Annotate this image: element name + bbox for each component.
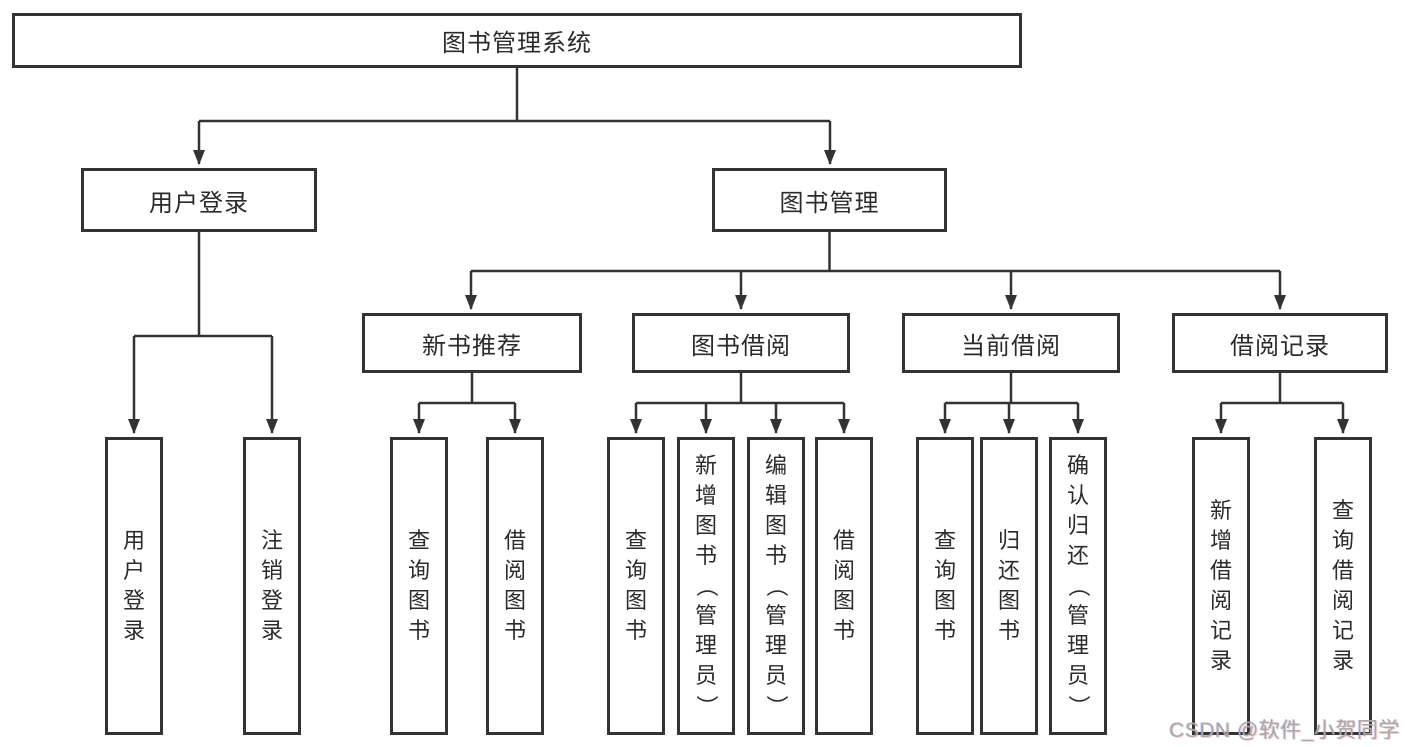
vertical-char: （	[693, 574, 719, 598]
vertical-char: 图	[503, 588, 526, 613]
vertical-char: 录	[260, 618, 283, 643]
vertical-char: 记	[1331, 618, 1354, 643]
vertical-char: 图	[997, 588, 1020, 613]
vertical-char: 归	[1066, 513, 1089, 538]
leaf-add-borrow-record: 新增借阅记录	[1192, 437, 1250, 735]
vertical-char: 员	[694, 663, 717, 688]
node-current-borrowing: 当前借阅	[902, 313, 1120, 373]
vertical-char: 查	[1331, 498, 1354, 523]
vertical-char: 书	[832, 618, 855, 643]
vertical-char: 销	[260, 558, 283, 583]
leaf-return-books: 归还图书	[980, 437, 1038, 735]
vertical-char: 图	[624, 588, 647, 613]
csdn-watermark: CSDN @软件_小贺同学	[1169, 719, 1400, 742]
vertical-char: 查	[624, 528, 647, 553]
vertical-char: 理	[1066, 633, 1089, 658]
vertical-char: 还	[1066, 543, 1089, 568]
vertical-char: 管	[1066, 603, 1089, 628]
vertical-char: 理	[694, 633, 717, 658]
vertical-char: 归	[997, 528, 1020, 553]
vertical-char: 书	[407, 618, 430, 643]
vertical-char: 借	[1209, 558, 1232, 583]
vertical-char: 还	[997, 558, 1020, 583]
vertical-char: 阅	[1209, 588, 1232, 613]
vertical-char: 查	[407, 528, 430, 553]
vertical-char: 注	[260, 528, 283, 553]
vertical-char: 阅	[503, 558, 526, 583]
vertical-char: 认	[1066, 483, 1089, 508]
leaf-query-books-recommend: 查询图书	[390, 437, 448, 735]
vertical-char: 新	[1209, 498, 1232, 523]
vertical-char: 编	[764, 453, 787, 478]
leaf-borrow-books-recommend: 借阅图书	[486, 437, 544, 735]
vertical-char: 图	[933, 588, 956, 613]
vertical-char: 查	[933, 528, 956, 553]
vertical-char: 图	[764, 513, 787, 538]
vertical-char: ）	[693, 694, 719, 718]
vertical-char: 借	[1331, 558, 1354, 583]
vertical-char: 书	[764, 543, 787, 568]
vertical-char: 录	[1209, 648, 1232, 673]
vertical-char: 增	[1209, 528, 1232, 553]
vertical-char: 增	[694, 483, 717, 508]
vertical-char: 新	[694, 453, 717, 478]
node-book-management: 图书管理	[712, 168, 947, 232]
leaf-edit-books-admin: 编辑图书 （ 管理员 ）	[747, 437, 805, 735]
node-root: 图书管理系统	[12, 13, 1022, 68]
vertical-char: 录	[122, 618, 145, 643]
leaf-borrow-books-borrowing: 借阅图书	[815, 437, 873, 735]
vertical-char: 员	[1066, 663, 1089, 688]
vertical-char: 询	[624, 558, 647, 583]
vertical-char: 书	[624, 618, 647, 643]
node-borrowing-records: 借阅记录	[1172, 313, 1388, 373]
vertical-char: 询	[933, 558, 956, 583]
node-book-borrowing: 图书借阅	[632, 313, 850, 373]
vertical-char: 记	[1209, 618, 1232, 643]
vertical-char: 员	[764, 663, 787, 688]
vertical-char: 借	[503, 528, 526, 553]
vertical-char: 书	[997, 618, 1020, 643]
vertical-char: ）	[763, 694, 789, 718]
vertical-char: 书	[503, 618, 526, 643]
vertical-char: 询	[1331, 528, 1354, 553]
leaf-query-books-current: 查询图书	[916, 437, 974, 735]
leaf-query-books-borrowing: 查询图书	[607, 437, 665, 735]
vertical-char: 辑	[764, 483, 787, 508]
vertical-char: 询	[407, 558, 430, 583]
vertical-char: 理	[764, 633, 787, 658]
vertical-char: 管	[764, 603, 787, 628]
leaf-add-books-admin: 新增图书 （ 管理员 ）	[677, 437, 735, 735]
vertical-char: 阅	[1331, 588, 1354, 613]
leaf-query-borrow-record: 查询借阅记录	[1314, 437, 1372, 735]
node-new-book-recommendation: 新书推荐	[362, 313, 582, 373]
leaf-user-login: 用户登录	[105, 437, 163, 735]
vertical-char: （	[763, 574, 789, 598]
vertical-char: ）	[1065, 694, 1091, 718]
leaf-logout: 注销登录	[243, 437, 301, 735]
vertical-char: 借	[832, 528, 855, 553]
vertical-char: 登	[122, 588, 145, 613]
vertical-char: 图	[407, 588, 430, 613]
node-user-login: 用户登录	[81, 168, 317, 232]
vertical-char: 管	[694, 603, 717, 628]
vertical-char: 书	[694, 543, 717, 568]
vertical-char: 确	[1066, 453, 1089, 478]
vertical-char: 书	[933, 618, 956, 643]
vertical-char: 录	[1331, 648, 1354, 673]
vertical-char: （	[1065, 574, 1091, 598]
vertical-char: 阅	[832, 558, 855, 583]
vertical-char: 户	[122, 558, 145, 583]
vertical-char: 图	[832, 588, 855, 613]
vertical-char: 图	[694, 513, 717, 538]
vertical-char: 用	[122, 528, 145, 553]
vertical-char: 登	[260, 588, 283, 613]
leaf-confirm-return-admin: 确认归还 （ 管理员 ）	[1049, 437, 1107, 735]
